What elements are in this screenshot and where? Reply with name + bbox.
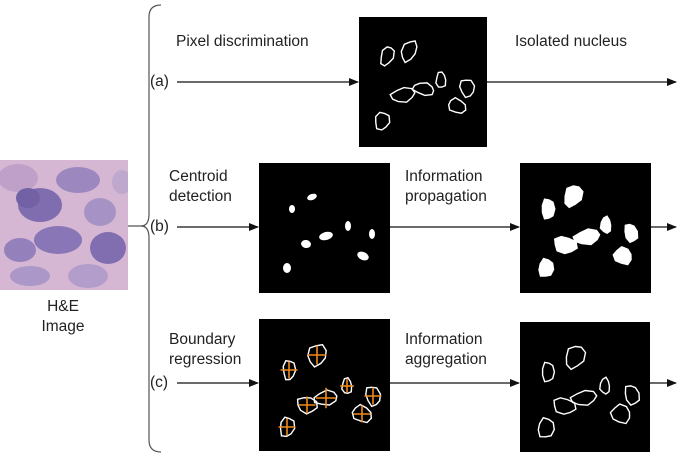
regression-cross — [298, 396, 316, 414]
isolated-nucleus-label: Isolated nucleus — [515, 33, 628, 50]
aggregated-contour — [553, 397, 577, 415]
pixel-discrimination-label: Pixel discrimination — [176, 33, 309, 50]
nucleus-outline — [400, 40, 418, 64]
filled-nucleus — [538, 257, 555, 277]
filled-nucleus — [541, 198, 556, 220]
filled-nucleus — [564, 185, 584, 209]
panel-b-centroid-detection — [259, 163, 390, 293]
filled-nucleus — [599, 215, 612, 234]
branch-brace — [140, 4, 162, 453]
regression-cross — [315, 387, 337, 409]
centroid-marker — [283, 263, 291, 273]
regressed-contour — [279, 416, 296, 438]
he-image-label-line2: Image — [41, 318, 85, 335]
information-aggregation-label: Information aggregation — [405, 330, 487, 370]
information-propagation-label: Information propagation — [405, 167, 487, 207]
panel-c-aggregated-contours — [520, 322, 650, 452]
centroid-detection-line1: Centroid — [169, 168, 228, 185]
regression-cross — [280, 361, 298, 379]
filled-nucleus — [612, 246, 632, 266]
he-image-label: H&E Image — [8, 297, 118, 337]
panel-a-pixel-discrimination — [359, 17, 487, 147]
centroid-marker — [289, 205, 295, 213]
aggregated-contour — [609, 403, 631, 425]
centroid-marker — [369, 229, 375, 239]
nucleus-outline — [411, 82, 435, 97]
information-aggregation-line1: Information — [405, 331, 483, 348]
regression-cross — [307, 345, 327, 365]
aggregated-contour — [569, 389, 598, 406]
he-image — [0, 160, 128, 290]
aggregated-contour — [624, 385, 641, 406]
information-propagation-line1: Information — [405, 168, 483, 185]
regression-cross — [353, 405, 371, 423]
nucleus-outline — [458, 79, 476, 99]
aggregated-contour — [565, 345, 587, 371]
nucleus-outline — [374, 111, 391, 131]
centroid-marker — [301, 239, 311, 249]
filled-nucleus — [572, 228, 601, 246]
panel-b-propagated-nuclei — [520, 163, 651, 293]
centroid-detection-label: Centroid detection — [169, 167, 232, 207]
centroid-marker — [345, 221, 351, 231]
boundary-regression-label: Boundary regression — [169, 330, 241, 370]
he-image-label-line1: H&E — [47, 298, 79, 315]
nucleus-outline — [389, 86, 416, 103]
centroid-marker — [357, 251, 369, 261]
regression-cross — [278, 418, 296, 436]
centroid-marker — [319, 231, 333, 241]
boundary-regression-line1: Boundary — [169, 331, 236, 348]
regressed-contour — [365, 386, 382, 408]
regression-cross — [340, 379, 354, 393]
centroid-marker — [307, 193, 317, 201]
branch-a-marker: (a) — [150, 73, 169, 90]
branch-b-marker: (b) — [150, 218, 169, 235]
aggregated-contour — [537, 416, 556, 438]
aggregated-contour — [599, 376, 611, 395]
aggregated-contour — [541, 361, 556, 383]
filled-nucleus — [624, 223, 639, 244]
filled-nucleus — [554, 235, 578, 255]
panel-c-boundary-regression — [259, 319, 390, 451]
regressed-contour — [296, 396, 318, 415]
nucleus-outline — [447, 96, 467, 114]
nucleus-outline — [380, 46, 396, 67]
information-propagation-line2: propagation — [405, 188, 487, 205]
boundary-regression-line2: regression — [169, 351, 242, 368]
centroid-detection-line2: detection — [169, 188, 232, 205]
nucleus-outline — [435, 71, 447, 88]
branch-c-marker: (c) — [150, 374, 169, 391]
regressed-contour — [351, 403, 373, 424]
information-aggregation-line2: aggregation — [405, 351, 487, 368]
regression-cross — [364, 387, 382, 405]
regressed-contour — [307, 343, 327, 368]
